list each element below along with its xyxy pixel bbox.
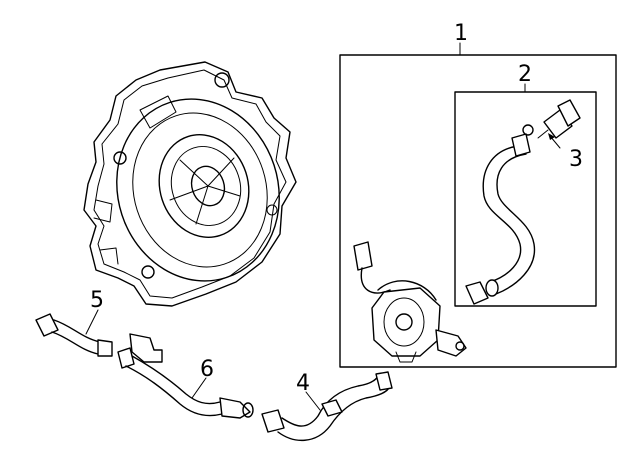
coolant-hose-kit [465, 124, 536, 305]
callout-1: 1 [454, 21, 468, 46]
coolant-hose-6 [117, 333, 254, 419]
coolant-hose-5 [35, 309, 113, 357]
motor-housing [83, 61, 297, 307]
assembly-box-1 [339, 42, 617, 368]
callout-2: 2 [518, 62, 532, 87]
quick-connector-3 [537, 99, 581, 149]
callout-3: 3 [569, 147, 583, 172]
hose-kit-box-2 [454, 83, 597, 307]
callout-6: 6 [200, 357, 214, 382]
coolant-hose-4 [261, 371, 393, 442]
coolant-pump-assembly [353, 241, 467, 363]
callout-5: 5 [90, 288, 104, 313]
callout-4: 4 [296, 371, 310, 396]
